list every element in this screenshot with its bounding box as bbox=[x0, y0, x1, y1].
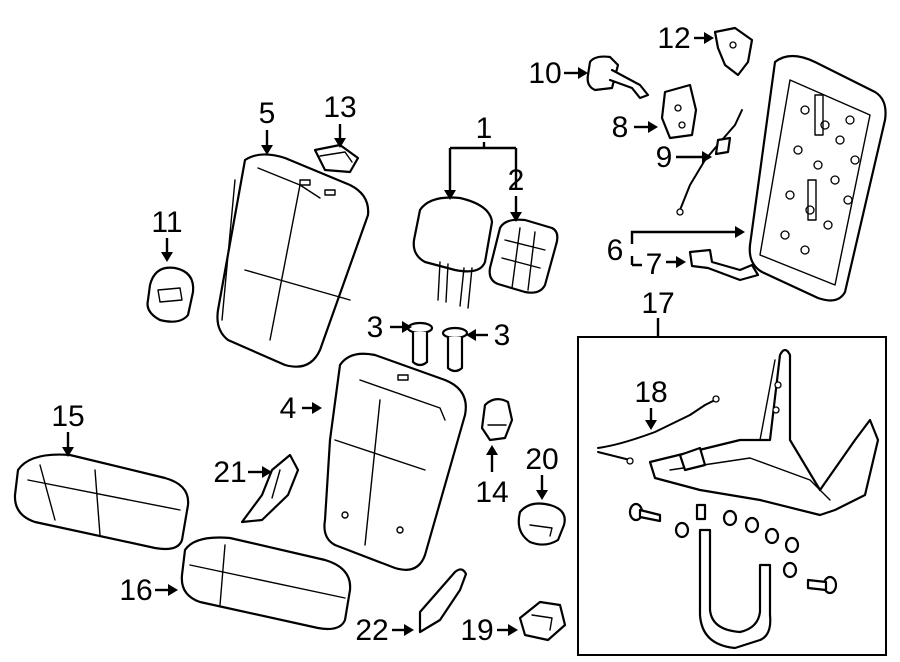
part-1-headrest bbox=[412, 196, 494, 309]
callout-22: 22 bbox=[355, 614, 388, 647]
callout-20: 20 bbox=[525, 443, 558, 476]
callout-3-right: 3 bbox=[494, 319, 511, 352]
callout-13: 13 bbox=[323, 91, 356, 124]
callout-3-left: 3 bbox=[367, 311, 384, 344]
callout-16: 16 bbox=[119, 574, 152, 607]
part-17-box bbox=[577, 336, 887, 656]
part-2-headrest-cover bbox=[488, 218, 559, 294]
part-18-cable bbox=[597, 395, 720, 465]
part-9-cable bbox=[676, 109, 743, 216]
callout-17: 17 bbox=[641, 287, 674, 320]
callout-labels: 1 2 3 3 4 5 6 7 8 9 10 11 12 13 14 15 16… bbox=[51, 22, 690, 647]
part-17-cushion-frame bbox=[648, 348, 880, 517]
callout-15: 15 bbox=[51, 400, 84, 433]
callout-2: 2 bbox=[508, 164, 525, 197]
part-16-cushion-pad bbox=[180, 536, 352, 631]
part-6-seatback-frame bbox=[748, 54, 887, 302]
callout-21: 21 bbox=[213, 456, 246, 489]
callout-9: 9 bbox=[656, 141, 673, 174]
part-11-cover bbox=[146, 266, 195, 323]
callout-12: 12 bbox=[657, 22, 690, 55]
callout-8: 8 bbox=[612, 111, 629, 144]
callout-6: 6 bbox=[607, 234, 624, 267]
part-10-plate bbox=[586, 55, 650, 100]
part-12-bracket bbox=[713, 26, 754, 77]
part-4-seatback-pad bbox=[323, 352, 467, 571]
callout-14: 14 bbox=[475, 476, 508, 509]
part-17-hardware bbox=[628, 502, 838, 650]
part-19-bracket bbox=[518, 600, 567, 642]
part-7-bracket bbox=[688, 248, 760, 282]
part-22-lower-trim bbox=[418, 568, 468, 634]
callout-1: 1 bbox=[476, 112, 493, 145]
part-5-seatback-cover bbox=[216, 153, 370, 368]
callout-4: 4 bbox=[280, 392, 297, 425]
part-3-guide-right bbox=[441, 326, 469, 373]
part-3-guide-left bbox=[406, 321, 434, 367]
part-21-side-trim bbox=[240, 453, 300, 524]
part-14-latch-cover bbox=[480, 398, 514, 442]
callout-18: 18 bbox=[634, 376, 667, 409]
leader-lines bbox=[62, 32, 745, 636]
callout-7: 7 bbox=[646, 248, 663, 281]
callout-19: 19 bbox=[460, 614, 493, 647]
callout-5: 5 bbox=[259, 97, 276, 130]
callout-10: 10 bbox=[528, 57, 561, 90]
part-13-bezel bbox=[313, 143, 360, 174]
part-15-cushion-cover bbox=[13, 453, 190, 551]
part-20-cap bbox=[517, 502, 566, 546]
callout-11: 11 bbox=[151, 206, 182, 239]
part-8-hinge bbox=[660, 83, 698, 140]
